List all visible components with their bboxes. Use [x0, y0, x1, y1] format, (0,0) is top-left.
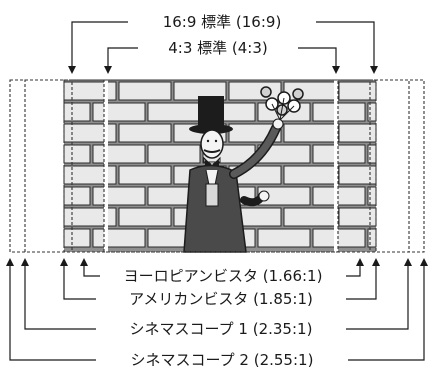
top-arrowheads	[68, 66, 378, 74]
brick	[63, 144, 91, 164]
label-16-9: 16:9 標準 (16:9)	[163, 13, 282, 31]
brick	[63, 228, 91, 248]
top-hat-crown	[198, 96, 224, 128]
label-cinemascope-1: シネマスコープ 1 (2.35:1)	[130, 320, 313, 338]
brick	[92, 102, 146, 122]
brick	[338, 207, 377, 227]
glove	[272, 118, 284, 130]
dashed-frames	[9, 79, 425, 253]
label-4-3: 4:3 標準 (4:3)	[168, 39, 268, 57]
bracket-cinemascope2-left	[9, 262, 96, 361]
bracket-4-3-right	[298, 47, 337, 70]
brick	[257, 228, 311, 248]
brick	[312, 186, 366, 206]
vest	[205, 183, 219, 207]
bracket-european-right	[346, 262, 361, 277]
bracket-european-left	[83, 262, 100, 277]
man-figure-icon	[183, 86, 304, 253]
bracket-american-left	[63, 262, 96, 300]
brick	[367, 144, 377, 164]
labels: 16:9 標準 (16:9) 4:3 標準 (4:3) ヨーロピアンビスタ (1…	[124, 13, 323, 369]
bracket-cinemascope2-right	[348, 262, 425, 361]
frame-4-3	[103, 79, 339, 253]
brick	[118, 207, 172, 227]
brick	[118, 123, 172, 143]
brick	[312, 144, 366, 164]
bracket-cinemascope1-right	[346, 262, 409, 330]
brick	[92, 186, 146, 206]
brick	[283, 165, 337, 185]
bracket-american-right	[346, 262, 377, 300]
label-european-vista: ヨーロピアンビスタ (1.66:1)	[124, 267, 323, 285]
bouquet-icon	[260, 86, 304, 121]
brick	[63, 186, 91, 206]
bottom-arrowheads	[6, 258, 428, 266]
brick	[283, 81, 337, 101]
bracket-16-9-right	[316, 21, 375, 70]
brick	[367, 228, 377, 248]
bracket-cinemascope1-left	[24, 262, 96, 330]
coat	[183, 164, 247, 253]
head	[200, 129, 224, 159]
brick	[118, 165, 172, 185]
bracket-4-3-left	[107, 47, 138, 70]
lower-glove	[258, 190, 270, 202]
brick	[92, 228, 146, 248]
bracket-16-9-left	[71, 21, 128, 70]
illustration	[63, 80, 377, 253]
top-brackets	[71, 21, 375, 70]
top-hat-brim	[189, 124, 233, 134]
brick	[228, 81, 282, 101]
brick	[367, 102, 377, 122]
brick	[312, 102, 366, 122]
brick	[147, 102, 201, 122]
mustache	[203, 149, 221, 153]
label-cinemascope-2: シネマスコープ 2 (2.55:1)	[131, 351, 314, 369]
brick	[367, 186, 377, 206]
frame-4-3-borders	[104, 80, 338, 252]
brick	[118, 81, 172, 101]
label-american-vista: アメリカンビスタ (1.85:1)	[129, 290, 313, 308]
brick	[92, 144, 146, 164]
brick	[312, 228, 366, 248]
brick	[283, 123, 337, 143]
bottom-brackets	[9, 262, 425, 361]
brick	[147, 144, 201, 164]
brick	[63, 102, 91, 122]
brick	[283, 207, 337, 227]
